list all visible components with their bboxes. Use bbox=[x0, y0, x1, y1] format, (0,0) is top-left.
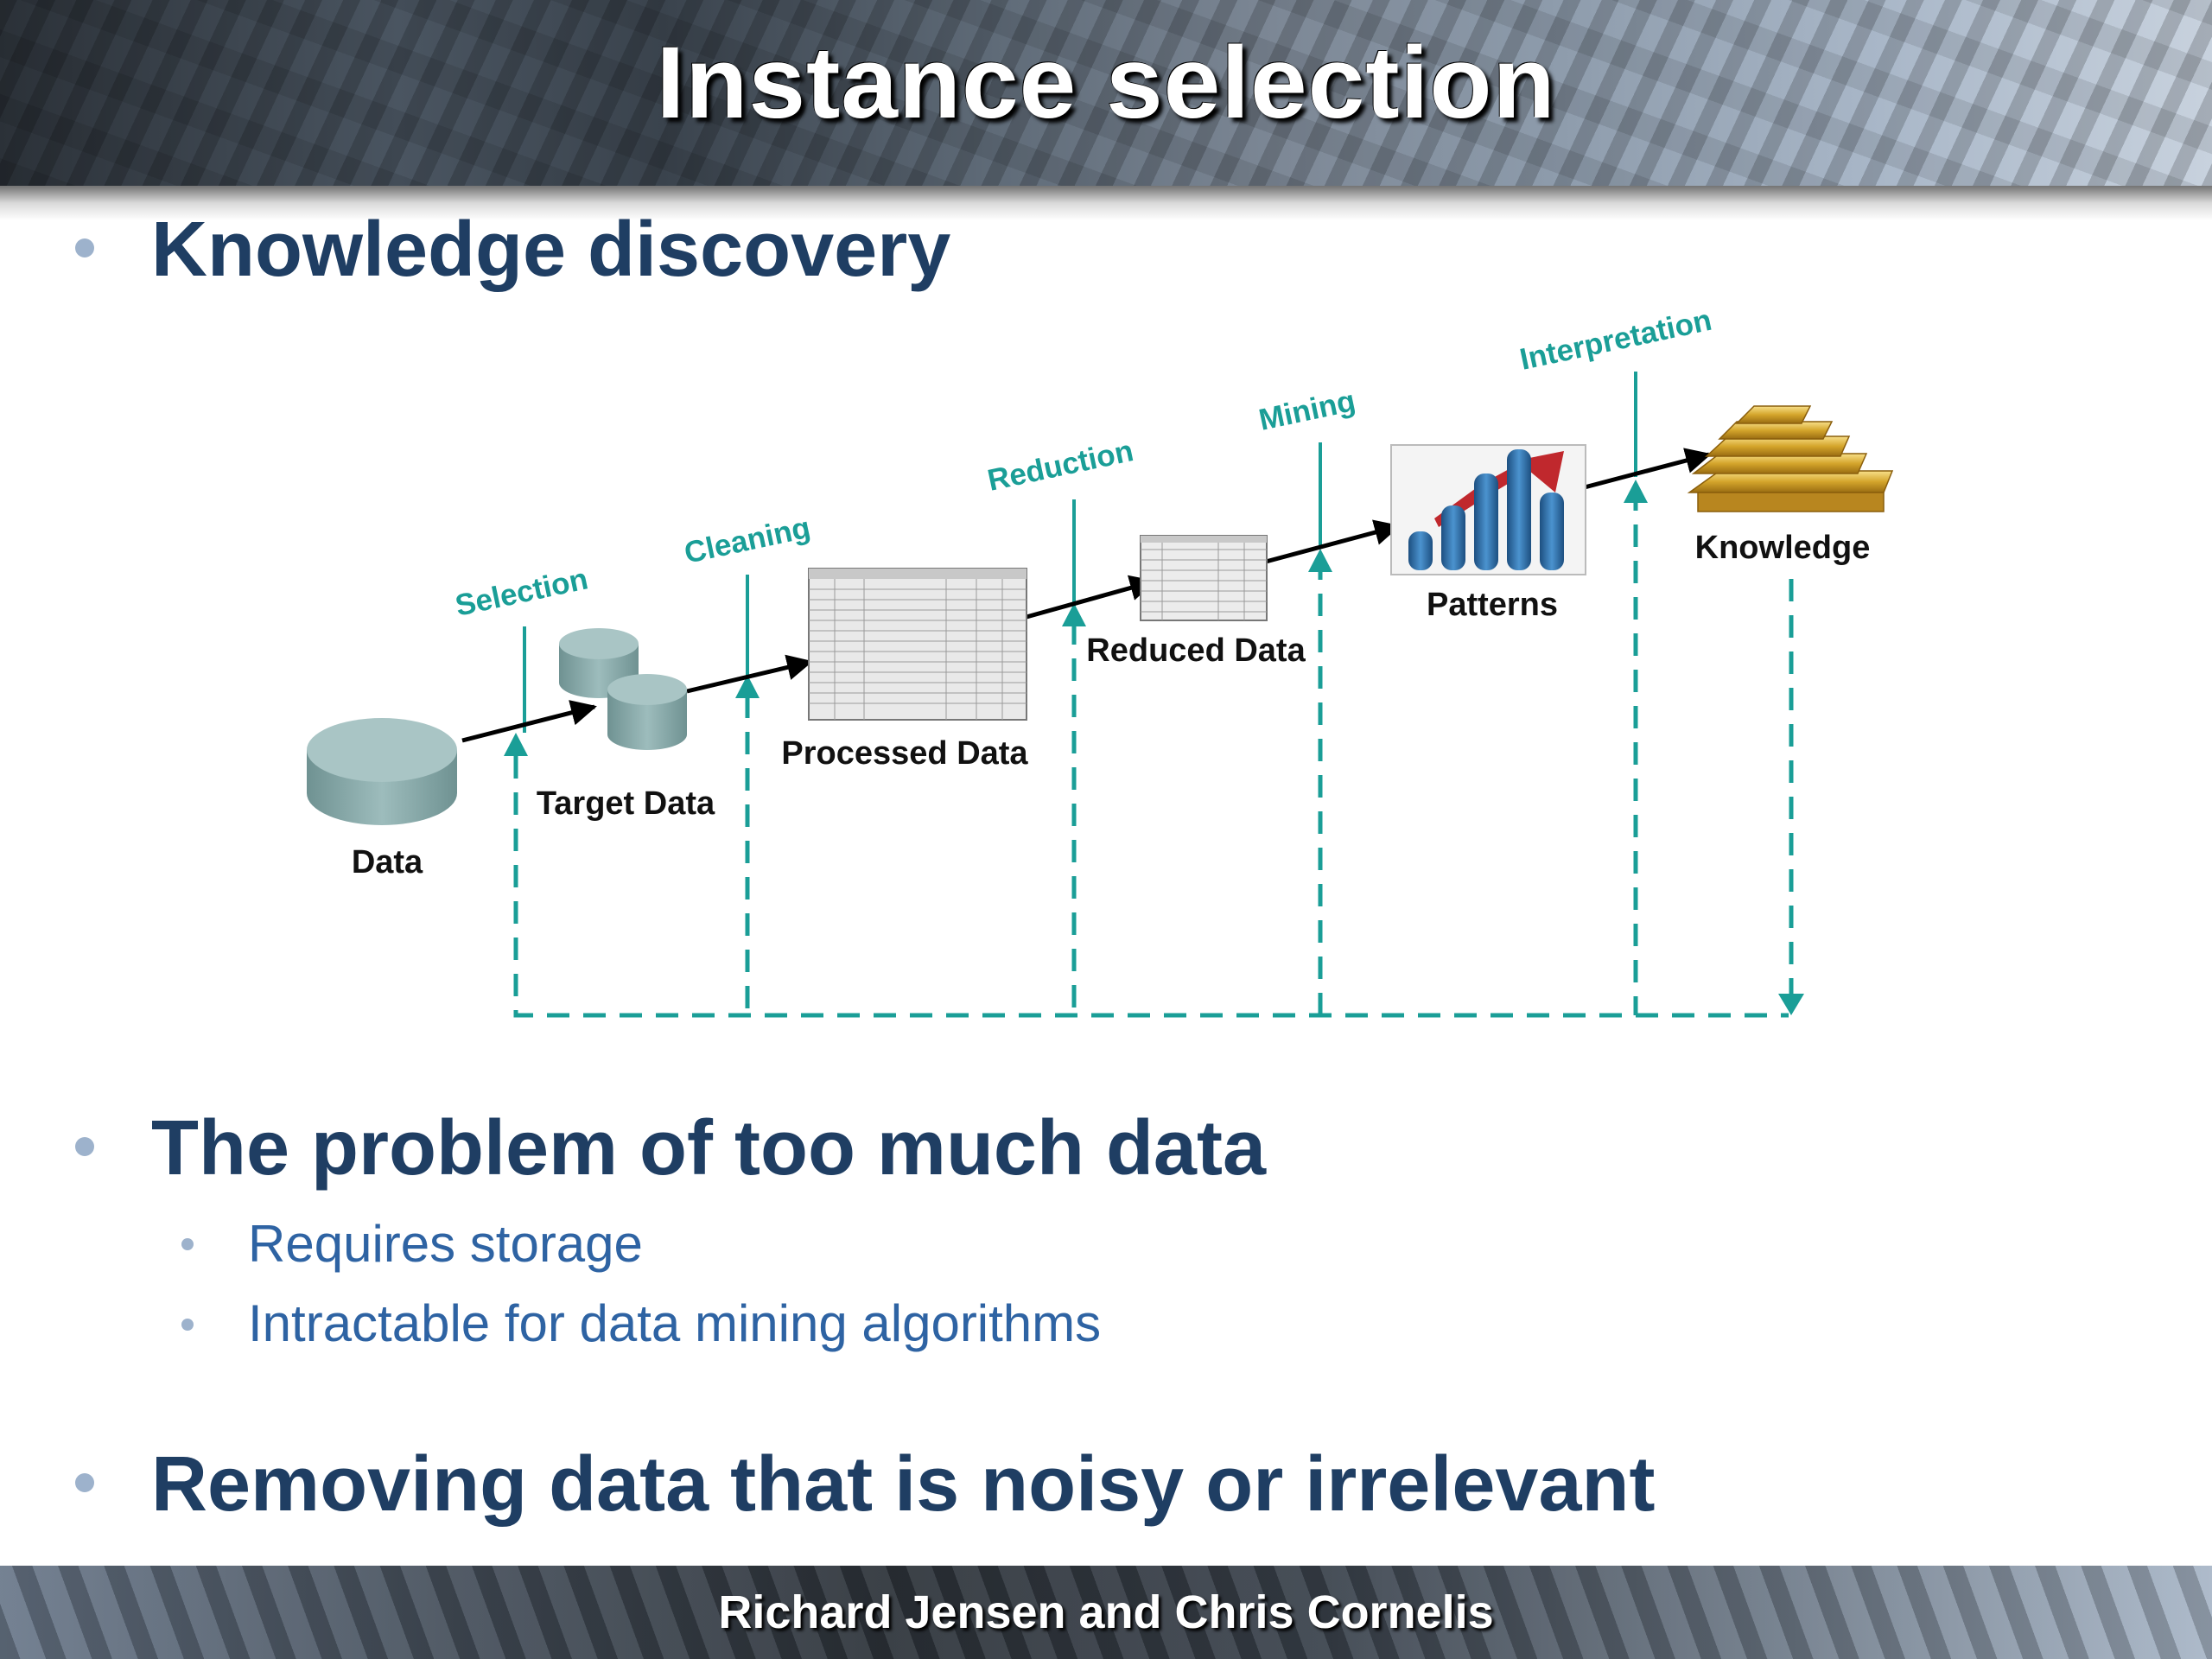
sub-bullet-intractable: Intractable for data mining algorithms bbox=[248, 1294, 1102, 1352]
step-interpretation: Interpretation bbox=[1517, 303, 1715, 377]
bullet-too-much-data: The problem of too much data bbox=[151, 1105, 1267, 1192]
label-knowledge: Knowledge bbox=[1695, 530, 1871, 566]
gold-bars-icon bbox=[1687, 405, 1894, 512]
footer-banner bbox=[0, 1566, 2212, 1659]
label-reduced-data: Reduced Data bbox=[1086, 632, 1306, 669]
patterns-chart-icon bbox=[1390, 444, 1586, 575]
slide-footer-authors: Richard Jensen and Chris Cornelis bbox=[718, 1586, 1494, 1638]
banner-shadow bbox=[0, 186, 2212, 220]
step-selection: Selection bbox=[453, 562, 591, 623]
bullet-knowledge-discovery: Knowledge discovery bbox=[151, 207, 951, 293]
feedback-arrowhead bbox=[1778, 994, 1804, 1015]
target-data-cylinders-icon bbox=[559, 628, 687, 750]
reduced-data-table-icon bbox=[1140, 535, 1268, 621]
bullet-marker bbox=[75, 1473, 94, 1492]
slide-title: Instance selection bbox=[656, 26, 1556, 140]
label-processed-data: Processed Data bbox=[781, 735, 1028, 772]
processed-data-table-icon bbox=[808, 568, 1027, 721]
bullet-removing-noisy: Removing data that is noisy or irrelevan… bbox=[151, 1441, 1656, 1528]
data-cylinder-icon bbox=[307, 718, 457, 825]
bullet-marker bbox=[75, 238, 94, 257]
label-data: Data bbox=[352, 844, 423, 880]
sub-bullet-marker bbox=[181, 1238, 194, 1250]
bullet-marker bbox=[75, 1137, 94, 1156]
title-banner bbox=[0, 0, 2212, 186]
sub-bullet-marker bbox=[181, 1319, 194, 1331]
step-cleaning: Cleaning bbox=[682, 511, 814, 570]
step-reduction: Reduction bbox=[985, 434, 1136, 498]
sub-bullet-requires-storage: Requires storage bbox=[248, 1215, 643, 1273]
label-patterns: Patterns bbox=[1427, 587, 1558, 623]
step-mining: Mining bbox=[1256, 384, 1358, 437]
label-target-data: Target Data bbox=[537, 785, 715, 822]
